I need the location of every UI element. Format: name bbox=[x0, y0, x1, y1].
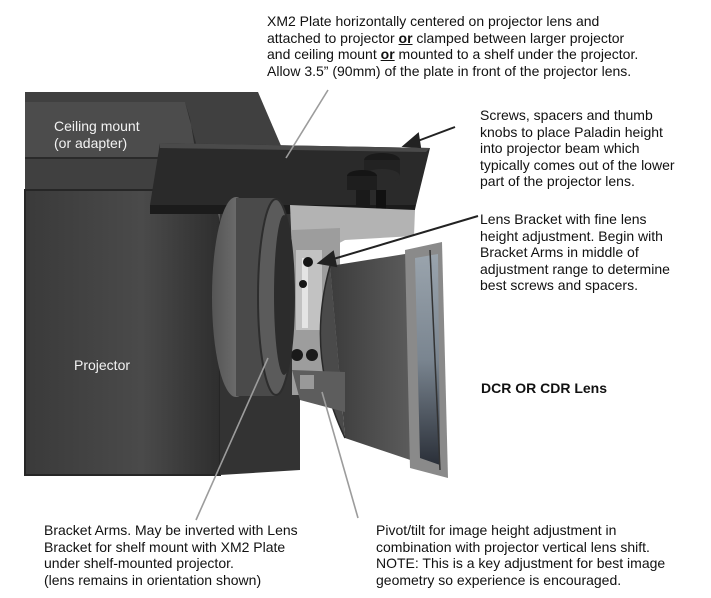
projector-label-text: Projector bbox=[74, 357, 131, 373]
ceiling-mount-block bbox=[25, 102, 200, 158]
arrows bbox=[316, 126, 479, 268]
bracket-arms-line-3: under shelf-mounted projector. bbox=[44, 555, 234, 571]
leader-lines bbox=[195, 89, 359, 521]
lens-type-text: DCR OR CDR Lens bbox=[481, 380, 608, 396]
pivot-line-1: Pivot/tilt for image height adjustment i… bbox=[376, 522, 617, 538]
lens-type-label: DCR OR CDR Lens bbox=[481, 380, 607, 397]
screws-line-1: Screws, spacers and thumb bbox=[480, 107, 653, 123]
bracket-arms-label: Bracket Arms. May be inverted with Lens … bbox=[44, 522, 298, 588]
screws-line-3: into projector beam which bbox=[480, 140, 640, 156]
bracket-arms-line-1: Bracket Arms. May be inverted with Lens bbox=[44, 522, 298, 538]
projector-lens-barrel bbox=[212, 197, 295, 397]
projector-label: Projector bbox=[74, 357, 130, 374]
lens-bracket-label: Lens Bracket with fine lens height adjus… bbox=[480, 211, 670, 294]
pivot-label: Pivot/tilt for image height adjustment i… bbox=[376, 522, 665, 588]
screws-line-4: typically comes out of the lower bbox=[480, 156, 675, 173]
xm2-plate-line-3-emphasis: or bbox=[380, 46, 395, 62]
xm2-plate-line-2-emphasis: or bbox=[398, 29, 413, 46]
arrow-lens-bracket bbox=[329, 215, 479, 261]
pivot-block bbox=[292, 370, 345, 412]
leader-pivot bbox=[321, 391, 359, 519]
arrow-screws bbox=[414, 126, 456, 143]
xm2-plate-line-1: XM2 Plate horizontally centered on proje… bbox=[267, 13, 600, 29]
xm2-plate-label: XM2 Plate horizontally centered on proje… bbox=[267, 13, 638, 79]
lens-glass bbox=[415, 254, 440, 465]
arrow-screws-head bbox=[401, 132, 422, 149]
xm2-plate-line-3: and ceiling mount or mounted to a shelf … bbox=[267, 46, 638, 63]
ceiling-mount-line-1: Ceiling mount bbox=[54, 118, 140, 134]
xm2-plate-line-3a: and ceiling mount bbox=[267, 46, 381, 62]
pivot-line-3: NOTE: This is a key adjustment for best … bbox=[376, 555, 666, 571]
lens-bracket-line-3: Bracket Arms in middle of bbox=[480, 244, 639, 260]
ceiling-mount-label: Ceiling mount (or adapter) bbox=[54, 118, 140, 151]
bracket-arms-line-2: Bracket for shelf mount with XM2 Plate bbox=[44, 538, 286, 555]
xm2-plate-line-3c: mounted to a shelf under the projector. bbox=[394, 46, 639, 62]
bracket-arms-line-4: (lens remains in orientation shown) bbox=[44, 571, 262, 588]
pivot-line-2: combination with projector vertical lens… bbox=[376, 538, 650, 555]
xm2-plate-line-2a: attached to projector bbox=[267, 29, 399, 46]
lens-bracket-line-5: best screws and spacers. bbox=[480, 277, 638, 293]
pivot-line-4: geometry so experience is encouraged. bbox=[376, 571, 622, 588]
dcr-cdr-lens bbox=[319, 242, 448, 478]
leader-xm2-plate bbox=[285, 89, 329, 159]
lens-bracket-line-2: height adjustment. Begin with bbox=[480, 227, 663, 244]
ceiling-mount-line-2: (or adapter) bbox=[54, 134, 128, 151]
screws-label: Screws, spacers and thumb knobs to place… bbox=[480, 107, 675, 190]
arrow-lens-bracket-head bbox=[316, 250, 338, 268]
lens-bracket-line-4: adjustment range to determine bbox=[480, 260, 670, 277]
screws-line-5: part of the projector lens. bbox=[480, 173, 635, 189]
xm2-plate-line-4: Allow 3.5” (90mm) of the plate in front … bbox=[267, 62, 632, 79]
xm2-plate-line-2c: clamped between larger projector bbox=[412, 29, 625, 46]
leader-bracket-arms bbox=[195, 357, 269, 521]
xm2-plate-line-2: attached to projector or clamped between… bbox=[267, 30, 638, 47]
screws-line-2: knobs to place Paladin height bbox=[480, 123, 663, 140]
lens-bracket-line-1: Lens Bracket with fine lens bbox=[480, 211, 647, 227]
